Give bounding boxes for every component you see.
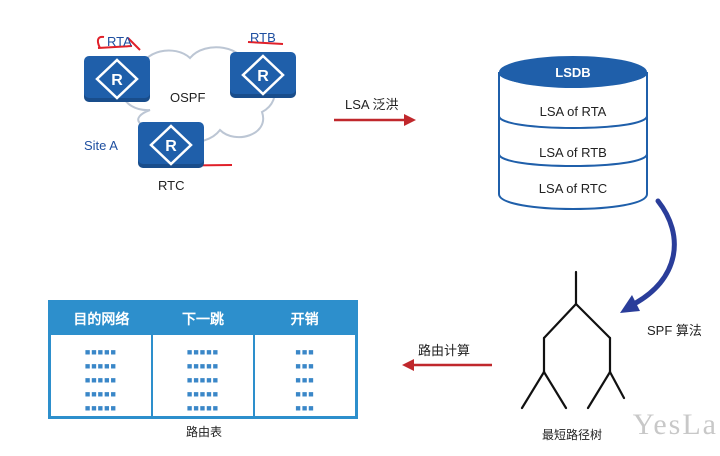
site-label: Site A <box>84 138 118 153</box>
cost-column: ■■■ ■■■ ■■■ ■■■ ■■■ <box>253 335 357 418</box>
placeholder-row: ■■■ <box>295 389 315 399</box>
placeholder-row: ■■■■■ <box>84 403 117 413</box>
route-calc-label: 路由计算 <box>418 343 471 358</box>
placeholder-row: ■■■■■ <box>84 389 117 399</box>
header-destination: 目的网络 <box>49 301 152 335</box>
header-cost: 开销 <box>254 301 357 335</box>
route-calc-arrow <box>402 359 492 371</box>
lsdb-cylinder <box>498 56 648 210</box>
lsdb-entry-rtc: LSA of RTC <box>538 181 608 196</box>
routing-table-caption: 路由表 <box>186 425 223 439</box>
router-label-rtc: RTC <box>158 178 185 193</box>
router-rtc-icon: R <box>138 122 204 168</box>
destination-column: ■■■■■ ■■■■■ ■■■■■ ■■■■■ ■■■■■ <box>50 335 152 418</box>
ospf-label: OSPF <box>170 90 206 105</box>
spt-caption: 最短路径树 <box>542 428 603 442</box>
placeholder-row: ■■■ <box>295 403 315 413</box>
flood-arrow <box>334 114 416 126</box>
placeholder-row: ■■■■■ <box>186 389 220 399</box>
placeholder-row: ■■■■■ <box>84 347 117 357</box>
spf-arrow <box>620 198 677 313</box>
lsdb-entry-rta: LSA of RTA <box>539 104 607 119</box>
rta-annotation <box>96 35 141 51</box>
placeholder-row: ■■■■■ <box>186 347 220 357</box>
router-label-rta: RTA <box>107 34 132 49</box>
placeholder-row: ■■■■■ <box>186 403 220 413</box>
router-rtb-icon: R <box>230 52 296 98</box>
svg-text:R: R <box>165 138 177 155</box>
watermark: YesLa <box>632 408 718 441</box>
header-next-hop: 下一跳 <box>151 301 255 335</box>
router-label-rtb: RTB <box>250 30 276 45</box>
placeholder-row: ■■■ <box>295 361 315 371</box>
lsdb-title: LSDB <box>555 65 591 80</box>
svg-text:R: R <box>111 72 123 89</box>
placeholder-row: ■■■■■ <box>84 375 117 385</box>
routing-table-header: 目的网络 下一跳 开销 <box>49 301 357 335</box>
shortest-path-tree <box>520 270 626 410</box>
lsdb-entry-rtb: LSA of RTB <box>539 145 607 160</box>
rtb-annotation <box>247 41 284 45</box>
placeholder-row: ■■■ <box>295 375 315 385</box>
router-rta-icon: R <box>84 56 150 102</box>
routing-table-body: ■■■■■ ■■■■■ ■■■■■ ■■■■■ ■■■■■ ■■■■■ ■■■■… <box>50 335 357 418</box>
placeholder-row: ■■■■■ <box>84 361 117 371</box>
placeholder-row: ■■■■■ <box>186 375 220 385</box>
placeholder-row: ■■■■■ <box>186 361 220 371</box>
placeholder-row: ■■■ <box>295 347 315 357</box>
spf-label: SPF 算法 <box>647 323 702 338</box>
next-hop-column: ■■■■■ ■■■■■ ■■■■■ ■■■■■ ■■■■■ <box>150 335 255 418</box>
flood-label: LSA 泛洪 <box>345 97 399 112</box>
routing-table: 目的网络 下一跳 开销 ■■■■■ ■■■■■ ■■■■■ ■■■■■ ■■■■… <box>48 300 358 419</box>
svg-text:R: R <box>257 68 269 85</box>
